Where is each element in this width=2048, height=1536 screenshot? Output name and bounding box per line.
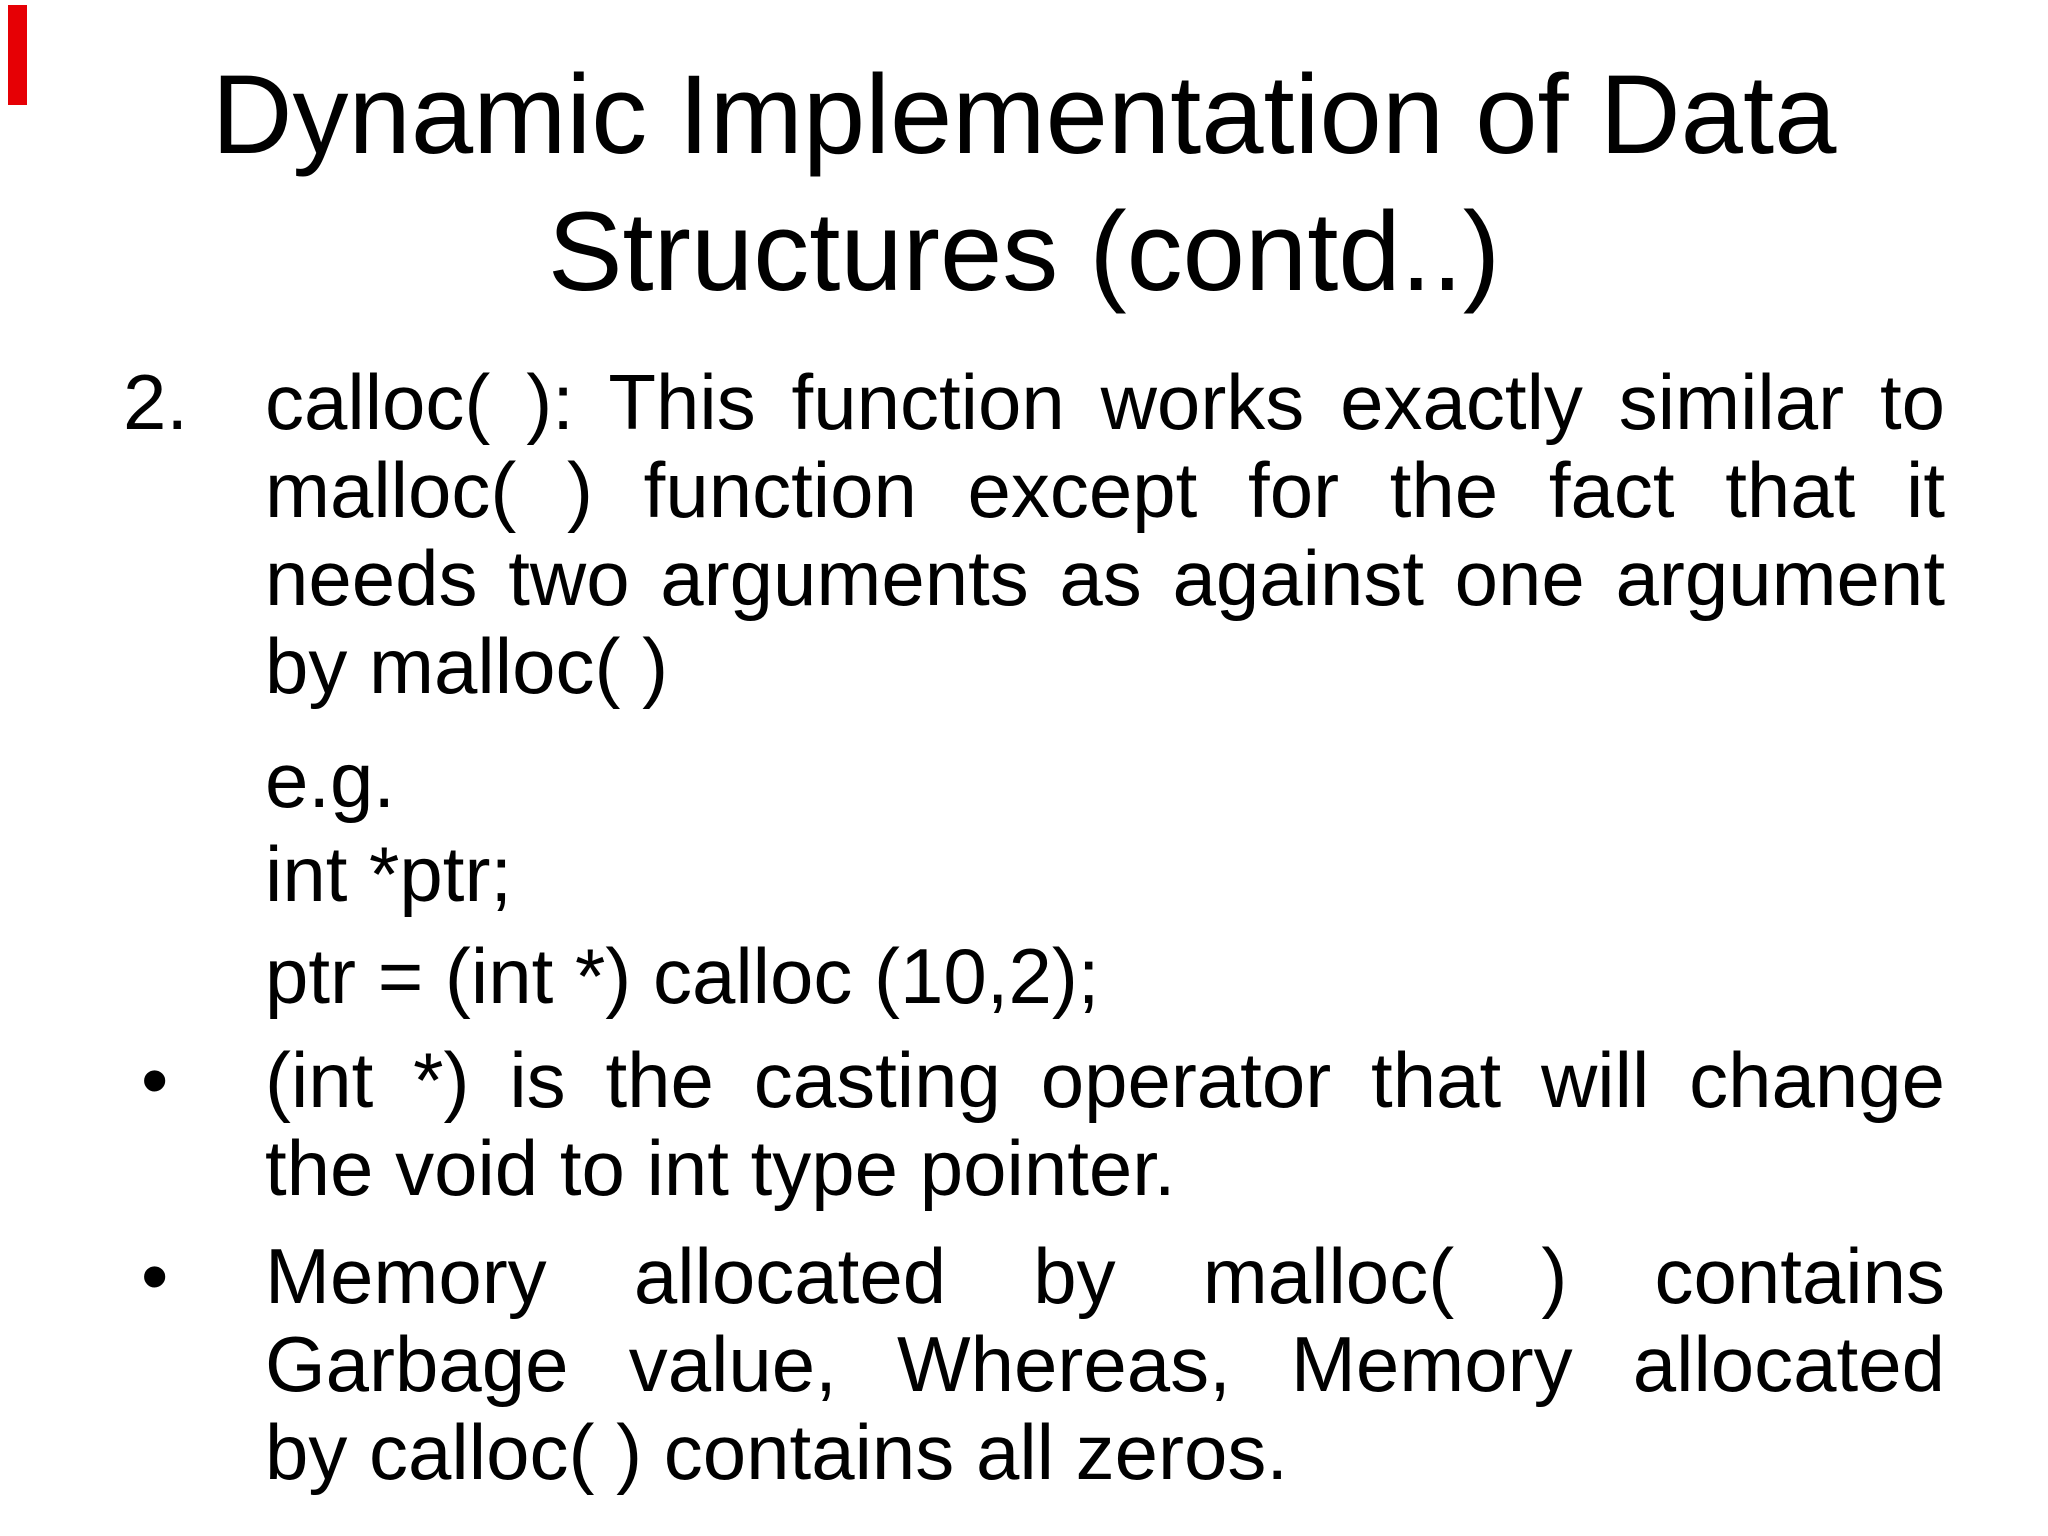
- text-line: (int *) is the casting operator that wil…: [265, 1036, 1945, 1124]
- list-item-memory: • Memory allocated by malloc( ) contains…: [141, 1232, 1945, 1496]
- title-line-1: Dynamic Implementation of Data: [211, 52, 1837, 177]
- code-line-declaration: int *ptr;: [265, 830, 1945, 918]
- example-label: e.g.: [265, 736, 1945, 824]
- text-line: needs two arguments as against one argum…: [265, 534, 1945, 622]
- text-line: by calloc( ) contains all zeros.: [265, 1408, 1289, 1496]
- red-marker: [8, 5, 27, 105]
- text-line: calloc( ): This function works exactly s…: [265, 358, 1945, 446]
- title-line-2: Structures (contd..): [547, 189, 1501, 314]
- list-number: 2.: [123, 358, 189, 446]
- text-line: ptr = (int *) calloc (10,2);: [265, 932, 1100, 1020]
- text-line: by malloc( ): [265, 622, 669, 710]
- list-item-calloc: 2. calloc( ): This function works exactl…: [123, 358, 1945, 710]
- bullet-icon: •: [141, 1036, 169, 1124]
- text-line: Garbage value, Whereas, Memory allocated: [265, 1320, 1945, 1408]
- text-line: e.g.: [265, 736, 396, 824]
- slide-title: Dynamic Implementation of Data Structure…: [0, 46, 2048, 320]
- list-item-cast: • (int *) is the casting operator that w…: [141, 1036, 1945, 1212]
- text-line: malloc( ) function except for the fact t…: [265, 446, 1945, 534]
- slide-body: 2. calloc( ): This function works exactl…: [123, 358, 1945, 1496]
- code-line-calloc-call: ptr = (int *) calloc (10,2);: [265, 932, 1945, 1020]
- text-line: Memory allocated by malloc( ) contains: [265, 1232, 1945, 1320]
- text-line: the void to int type pointer.: [265, 1124, 1176, 1212]
- text-line: int *ptr;: [265, 830, 513, 918]
- bullet-icon: •: [141, 1232, 169, 1320]
